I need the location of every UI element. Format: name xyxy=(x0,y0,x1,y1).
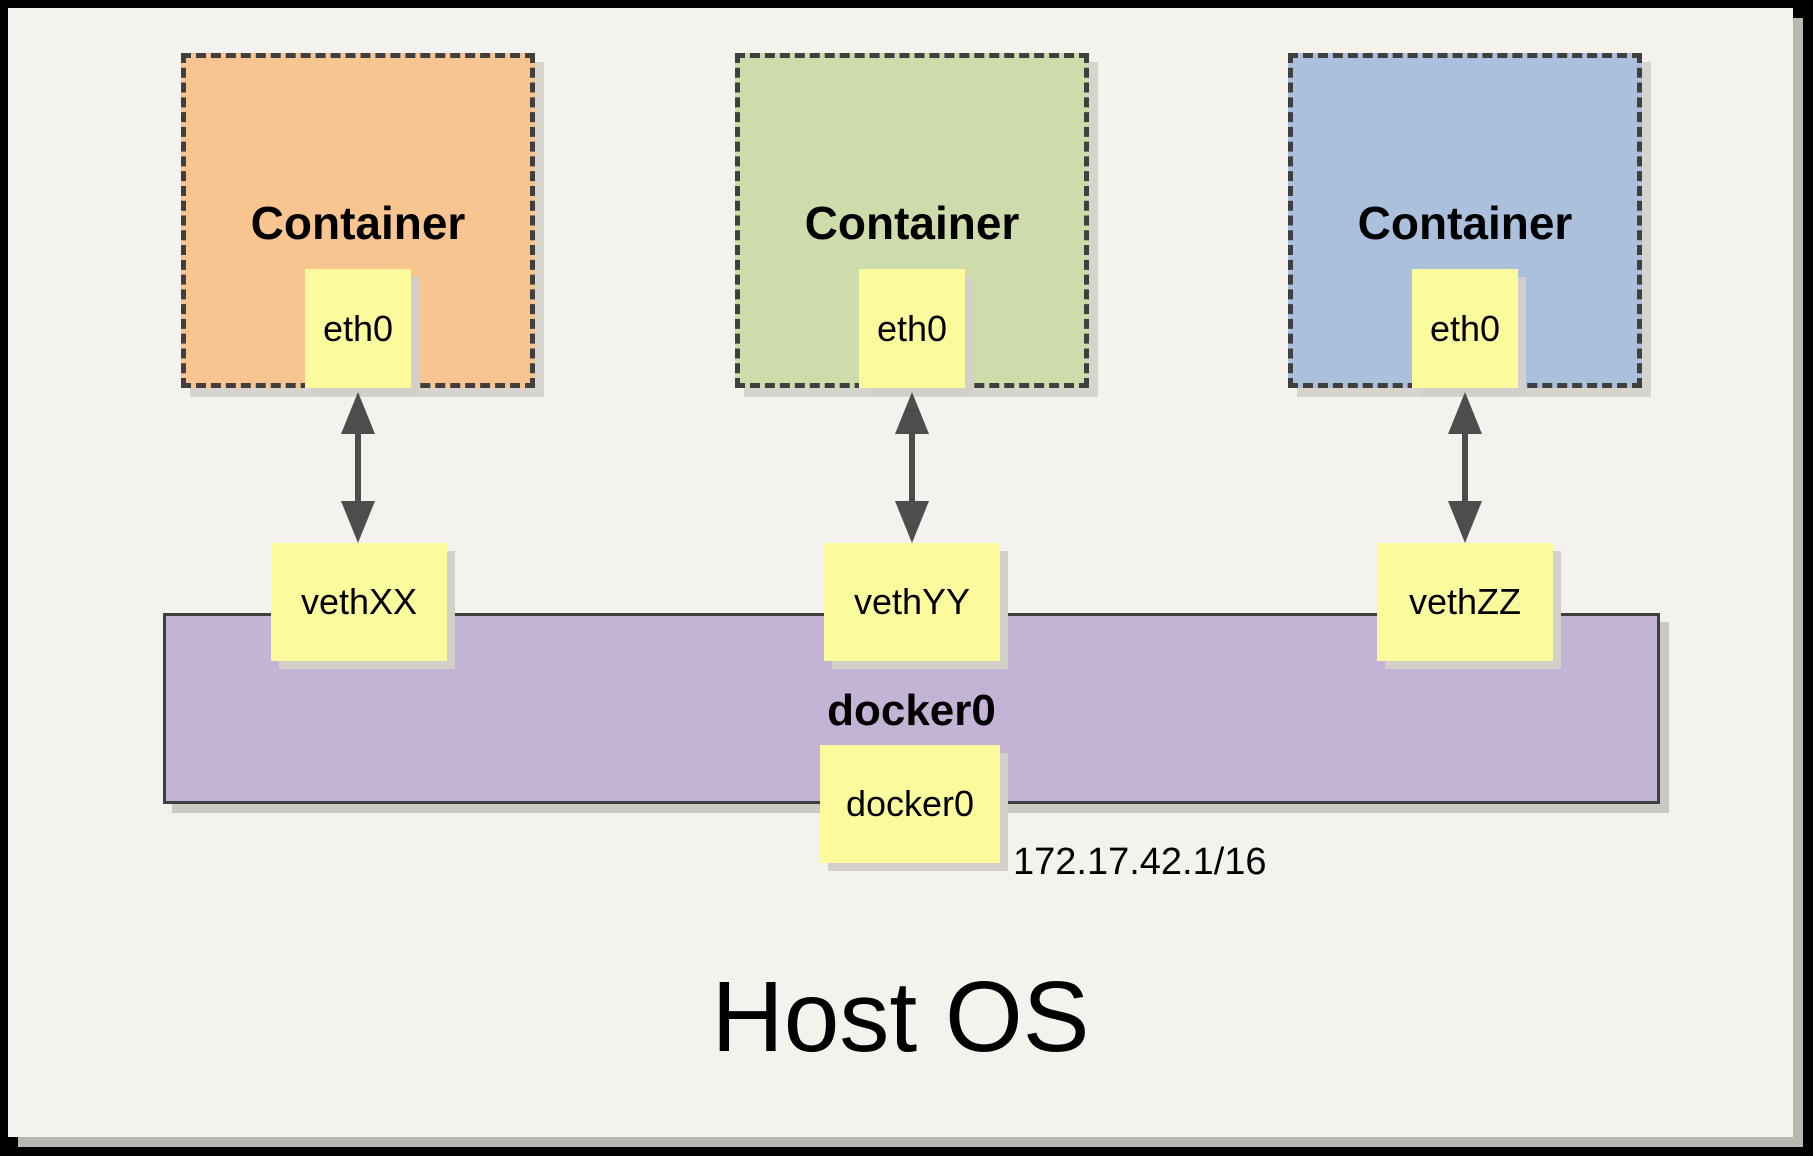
vethxx-label: vethXX xyxy=(300,581,418,622)
arrow-up-icon xyxy=(1448,392,1482,434)
host-os-panel: Container eth0 Container eth0 Container … xyxy=(8,8,1793,1137)
arrow-down-icon xyxy=(341,501,375,543)
vethzz-label: vethZZ xyxy=(1408,581,1522,622)
docker0-ip-address: 172.17.42.1/16 xyxy=(1013,841,1267,883)
container-box-1: Container eth0 xyxy=(181,53,535,388)
arrow-shaft xyxy=(355,434,361,501)
arrow-shaft xyxy=(1462,434,1468,501)
vethxx-box: vethXX xyxy=(271,543,447,661)
docker0-bridge-label: docker0 xyxy=(827,686,996,735)
docker0-interface-label: docker0 xyxy=(845,783,975,824)
container-box-2: Container eth0 xyxy=(735,53,1089,388)
container-3-eth0-box: eth0 xyxy=(1412,269,1518,388)
container-3-label: Container xyxy=(1357,197,1573,249)
arrow-shaft xyxy=(909,434,915,501)
vethzz-box: vethZZ xyxy=(1377,543,1553,661)
container-box-3: Container eth0 xyxy=(1288,53,1642,388)
container-2-eth0-label: eth0 xyxy=(876,307,948,349)
arrow-up-icon xyxy=(895,392,929,434)
bidirectional-arrow-2 xyxy=(895,392,929,543)
vethyy-box: vethYY xyxy=(824,543,1000,661)
container-2-label: Container xyxy=(804,197,1020,249)
container-2-eth0-box: eth0 xyxy=(859,269,965,388)
container-3-eth0-label: eth0 xyxy=(1429,307,1501,349)
host-os-title: Host OS xyxy=(711,961,1090,1073)
bidirectional-arrow-3 xyxy=(1448,392,1482,543)
container-1-eth0-label: eth0 xyxy=(322,307,394,349)
vethyy-label: vethYY xyxy=(853,581,971,622)
container-1-eth0-box: eth0 xyxy=(305,269,411,388)
arrow-up-icon xyxy=(341,392,375,434)
arrow-down-icon xyxy=(1448,501,1482,543)
container-1-label: Container xyxy=(250,197,466,249)
docker0-interface-box: docker0 xyxy=(820,745,1000,863)
arrow-down-icon xyxy=(895,501,929,543)
bidirectional-arrow-1 xyxy=(341,392,375,543)
